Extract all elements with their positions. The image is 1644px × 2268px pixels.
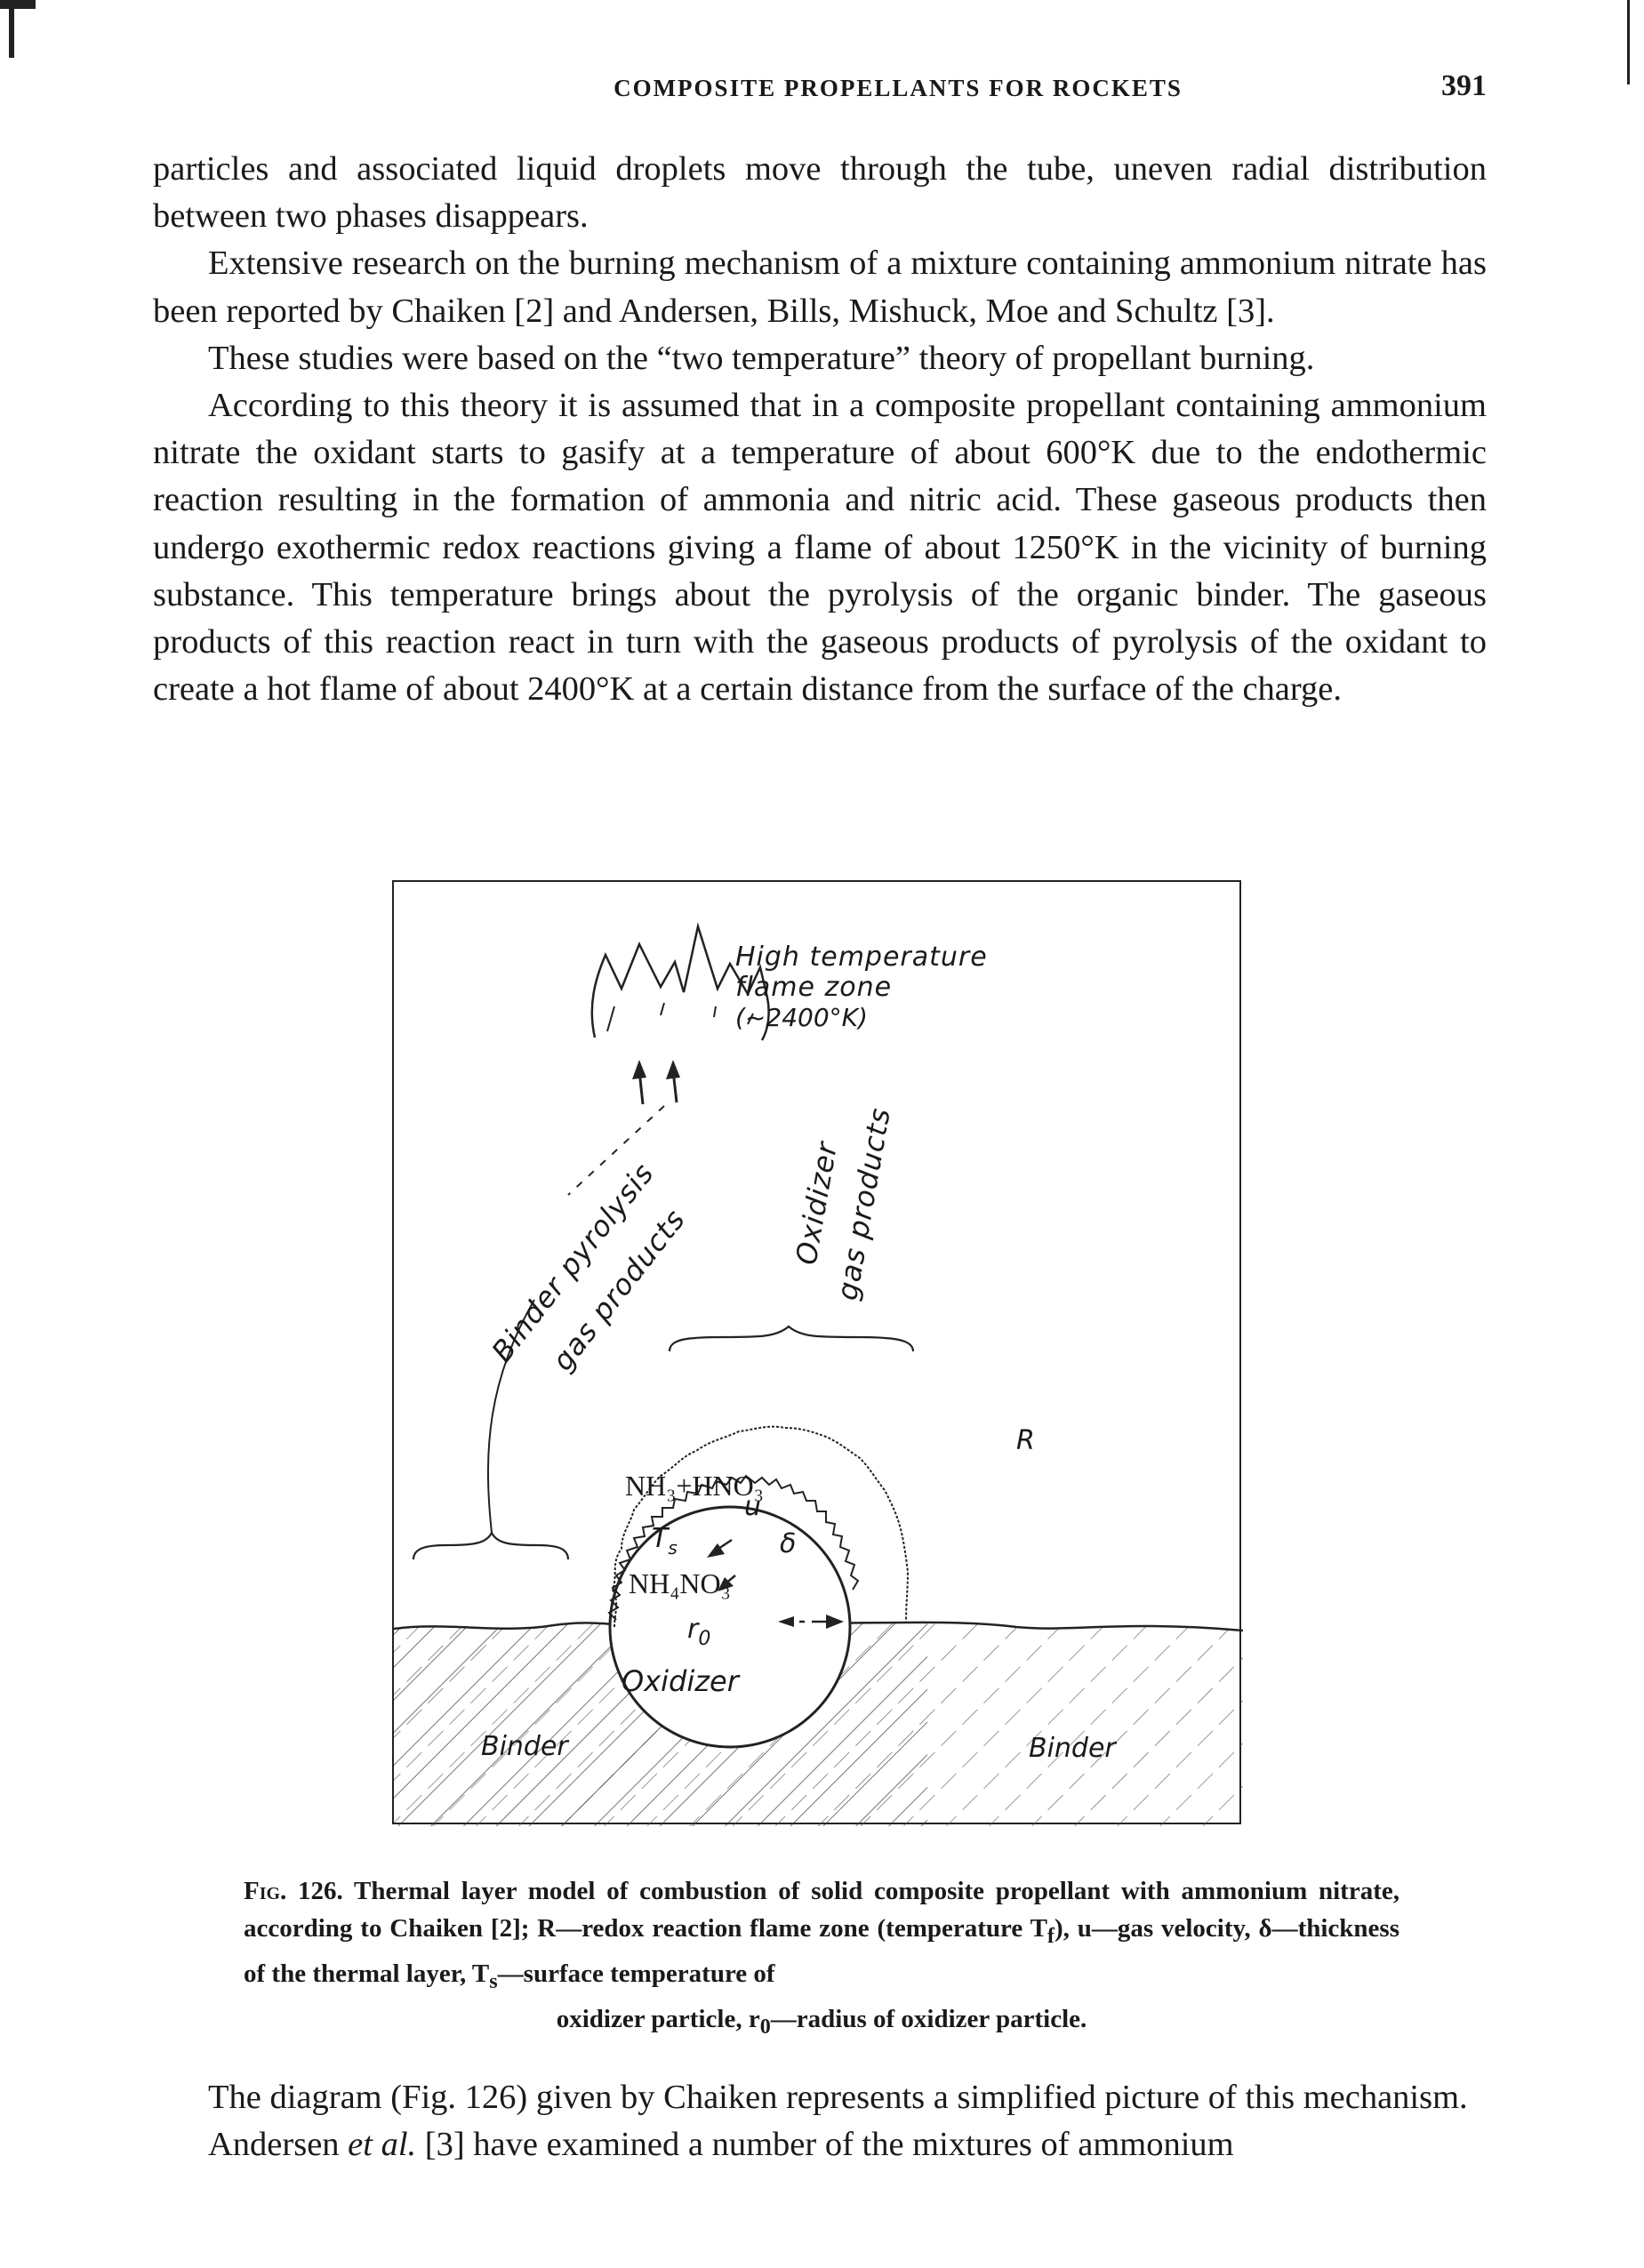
caption-subscript: f [1047, 1923, 1055, 1948]
flame-label-line2: flame zone [735, 972, 892, 1003]
arrowhead-left [632, 1060, 646, 1079]
caption-figure-number: Fig. 126. [244, 1877, 343, 1905]
running-title: COMPOSITE PROPELLANTS FOR ROCKETS [613, 75, 1183, 101]
scan-corner-mark [0, 0, 36, 9]
caption-text: ), u—gas velocity, δ—thickness of the th… [244, 1914, 1399, 1988]
paragraph: particles and associated liquid droplets… [153, 150, 1487, 236]
scan-corner-mark [9, 9, 14, 58]
figure-126: High temperature flame zone (~2400°K) Bi… [392, 880, 1243, 1826]
radius-arrowhead-right [826, 1615, 844, 1629]
radius-label: r0 [687, 1614, 710, 1650]
oxidizer-label: Oxidizer [622, 1664, 741, 1698]
thickness-label: δ [780, 1528, 796, 1559]
velocity-arrowhead [707, 1543, 725, 1558]
flame-label-line1: High temperature [735, 942, 988, 973]
reaction-zone-zigzag [607, 1474, 860, 1621]
oxidizer-gas-label-line2: gas products [830, 1105, 896, 1302]
thermal-layer-diagram: High temperature flame zone (~2400°K) Bi… [394, 922, 1243, 1826]
velocity-label: u [744, 1491, 761, 1522]
binder-right-label: Binder [1029, 1733, 1117, 1764]
paragraph: Extensive research on the burning mechan… [153, 244, 1487, 330]
lower-text-block: The diagram (Fig. 126) given by Chaiken … [153, 2074, 1487, 2168]
flame-zone [590, 922, 770, 1041]
paragraph: According to this theory it is assumed t… [153, 387, 1487, 709]
paragraph: The diagram (Fig. 126) given by Chaiken … [208, 2079, 1468, 2116]
binder-bracket [412, 1530, 570, 1560]
zone-r-label: R [1016, 1425, 1035, 1456]
reaction-products-label: NH₃+HNO₃ [625, 1470, 764, 1502]
binder-left-label: Binder [481, 1731, 569, 1762]
caption-last-line: oxidizer particle, r0—radius of oxidizer… [556, 2004, 1087, 2039]
thickness-arrowhead [718, 1577, 734, 1591]
figure-caption: Fig. 126. Thermal layer model of combust… [244, 1872, 1399, 2045]
radius-arrowhead-left [778, 1616, 794, 1627]
page-header: COMPOSITE PROPELLANTS FOR ROCKETS 391 [153, 69, 1487, 119]
binder-leader-line [486, 1299, 535, 1534]
surface-temp-label: Ts [652, 1523, 678, 1559]
page-number: 391 [1441, 69, 1487, 102]
oxidizer-particle [608, 1505, 852, 1749]
caption-text: Thermal layer model of combustion of sol… [244, 1877, 1399, 1943]
caption-text: —surface temperature of [497, 1959, 775, 1988]
oxidizer-bracket [668, 1325, 915, 1352]
caption-subscript: s [489, 1968, 498, 1993]
arrowhead-right [666, 1060, 680, 1079]
upper-text-block: particles and associated liquid droplets… [153, 146, 1487, 713]
paragraph: These studies were based on the “two tem… [208, 339, 1315, 377]
binder-dashed-line [567, 1105, 665, 1196]
flame-label-line3: (~2400°K) [735, 1003, 868, 1032]
paragraph: Andersen et al. [3] have examined a numb… [208, 2126, 1234, 2164]
scan-edge-mark [1627, 0, 1630, 84]
oxidizer-gas-label-line1: Oxidizer [789, 1138, 844, 1267]
oxidizer-formula-label: NH₄NO₃ [629, 1567, 731, 1599]
reaction-zone-r [611, 1425, 910, 1628]
flame-inner [606, 1002, 754, 1032]
